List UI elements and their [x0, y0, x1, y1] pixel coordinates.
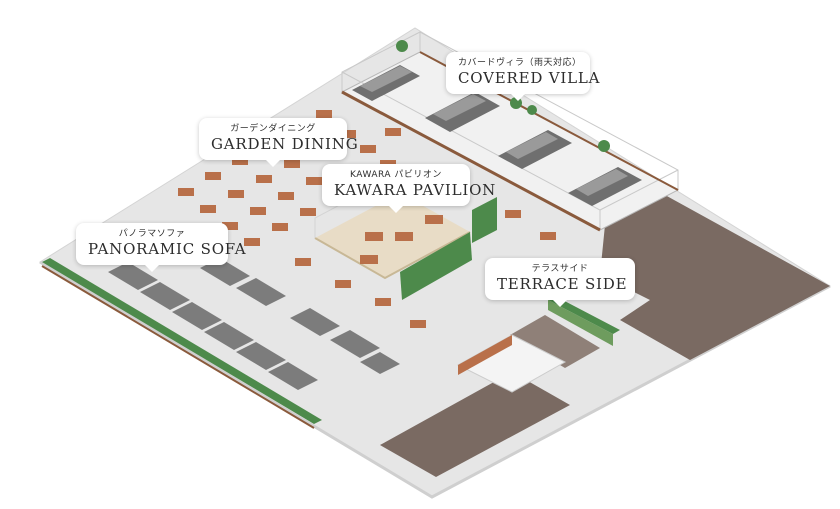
- terrace-side-en-label: TERRACE SIDE: [497, 275, 628, 293]
- deck-lower: [380, 372, 570, 477]
- garden-dining-en-label: GARDEN DINING: [211, 135, 359, 153]
- panoramic-sofa-en-label: PANORAMIC SOFA: [88, 240, 247, 258]
- callout-terrace-side[interactable]: テラスサイド TERRACE SIDE: [485, 258, 635, 307]
- terrace-side-jp-label: テラスサイド: [531, 264, 589, 274]
- floor-edge: [39, 260, 831, 499]
- covered-villa-jp-label: カバードヴィラ（雨天対応）: [458, 58, 582, 68]
- covered-villa-en-label: COVERED VILLA: [458, 69, 601, 87]
- panoramic-sofa-jp-label: パノラマソファ: [118, 229, 186, 239]
- kawara-pavilion-area: [295, 172, 497, 300]
- kawara-pavilion-jp-label: KAWARA パビリオン: [350, 170, 442, 180]
- kawara-pavilion-en-label: KAWARA PAVILION: [334, 181, 497, 199]
- panoramic-sofa-area: [41, 258, 400, 429]
- terrace-side-area: [375, 210, 620, 393]
- garden-dining-jp-label: ガーデンダイニング: [230, 124, 316, 134]
- callout-kawara-pavilion[interactable]: KAWARA パビリオン KAWARA PAVILION: [322, 164, 497, 213]
- callout-covered-villa[interactable]: カバードヴィラ（雨天対応） COVERED VILLA: [446, 52, 601, 101]
- callout-garden-dining[interactable]: ガーデンダイニング GARDEN DINING: [199, 118, 359, 167]
- callout-panoramic-sofa[interactable]: パノラマソファ PANORAMIC SOFA: [76, 223, 247, 272]
- deck-right: [600, 195, 830, 360]
- terrace-pad: [510, 315, 600, 368]
